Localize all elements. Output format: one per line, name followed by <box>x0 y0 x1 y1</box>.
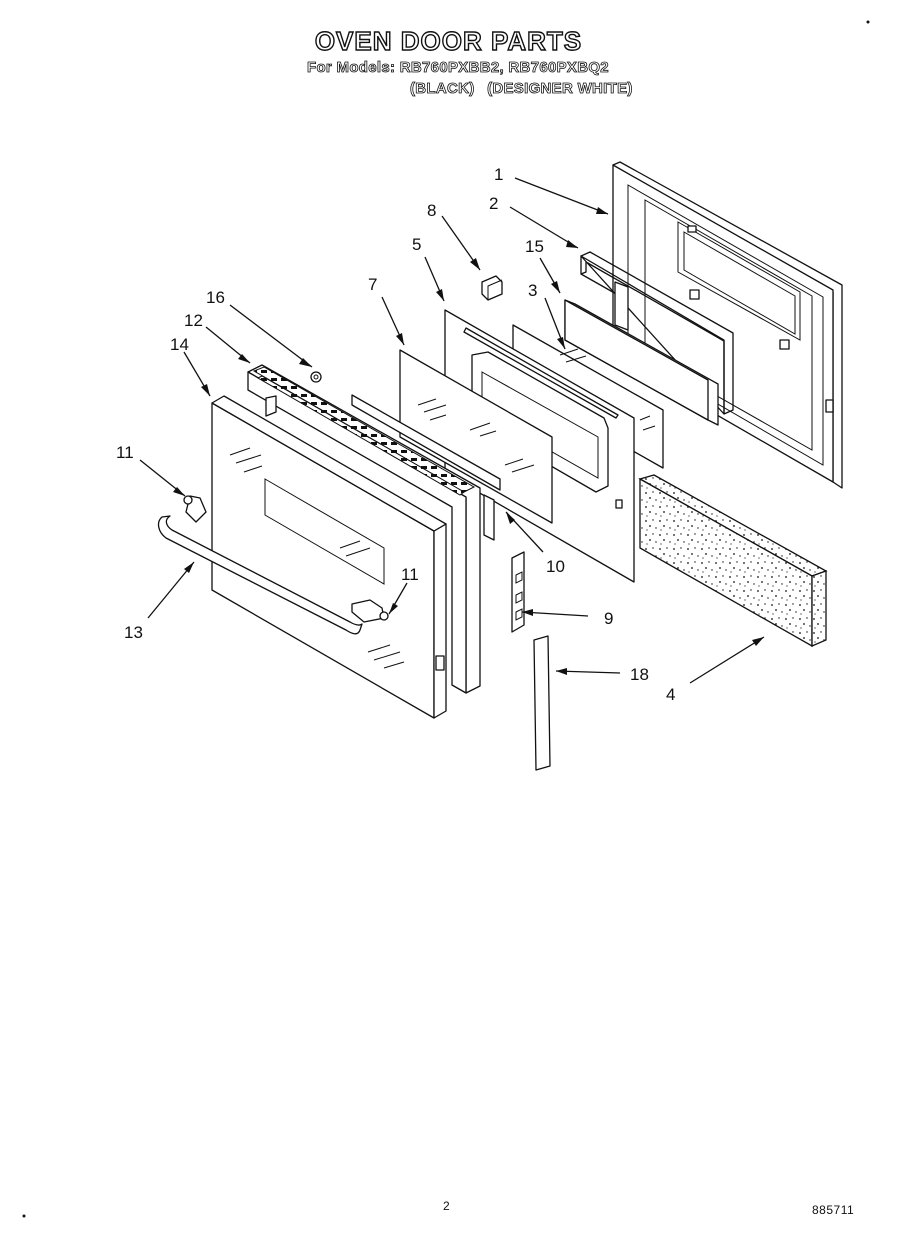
part-hinge-9 <box>511 551 525 633</box>
leader-lines <box>139 177 765 684</box>
callout-1: 1 <box>494 165 503 184</box>
callout-11-left: 11 <box>116 443 134 462</box>
callout-3: 3 <box>528 281 537 300</box>
part-clip-8 <box>481 275 503 301</box>
part-handle-bracket-right <box>351 599 389 623</box>
callout-13: 13 <box>124 623 143 642</box>
part-door-handle <box>157 515 363 635</box>
callout-11-right: 11 <box>401 565 419 584</box>
callout-2: 2 <box>489 194 498 213</box>
part-outer-door-14 <box>211 395 447 719</box>
diagram-title: OVEN DOOR PARTS <box>314 25 583 56</box>
callout-9: 9 <box>604 609 613 628</box>
part-glass-7 <box>399 349 553 524</box>
part-inner-glass <box>564 299 719 426</box>
callout-7: 7 <box>368 275 377 294</box>
part-screw-16 <box>310 371 322 383</box>
corner-mark-top <box>866 20 870 24</box>
callout-16: 16 <box>206 288 225 307</box>
callout-18: 18 <box>630 665 649 684</box>
page-number: 2 <box>443 1199 450 1213</box>
callout-10: 10 <box>546 557 565 576</box>
callout-8: 8 <box>427 201 436 220</box>
part-door-gasket <box>580 251 734 415</box>
part-strip-18 <box>533 635 551 771</box>
callout-14: 14 <box>170 335 189 354</box>
callout-4: 4 <box>666 685 675 704</box>
color-designer-white: (DESIGNER WHITE) <box>487 80 633 98</box>
callout-15: 15 <box>525 237 544 256</box>
models-line: For Models: RB760PXBB2, RB760PXBQ2 <box>307 59 609 77</box>
color-black: (BLACK) <box>410 80 475 98</box>
part-spacer-10 <box>351 394 501 541</box>
callout-labels: 1 2 8 5 15 3 7 16 12 14 11 10 11 9 13 18… <box>116 165 675 704</box>
callout-5: 5 <box>412 235 421 254</box>
corner-mark-bottom <box>22 1214 26 1218</box>
document-number: 885711 <box>812 1203 855 1217</box>
part-insulation-4 <box>638 474 828 648</box>
color-line: (BLACK) (DESIGNER WHITE) <box>410 80 641 98</box>
callout-12: 12 <box>184 311 203 330</box>
part-door-frame-12 <box>247 364 481 694</box>
part-handle-bracket-left <box>183 495 207 523</box>
